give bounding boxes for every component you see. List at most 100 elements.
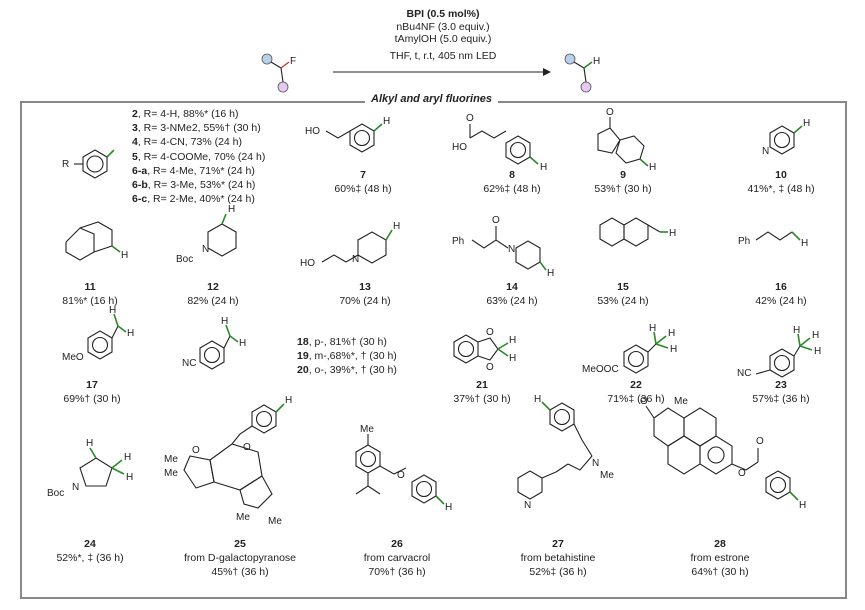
svg-text:R: R	[62, 159, 69, 170]
svg-text:H: H	[649, 162, 656, 173]
mol-21	[453, 334, 509, 364]
svg-text:H: H	[814, 346, 821, 357]
compound-yield: 69%† (30 h)	[63, 393, 121, 405]
compound-number: 17	[86, 379, 98, 391]
svg-text:Me: Me	[360, 424, 374, 435]
svg-text:H: H	[669, 228, 676, 239]
compound-number: 8	[509, 169, 515, 181]
svg-text:H: H	[803, 118, 810, 129]
svg-text:H: H	[812, 330, 819, 341]
compound-yield: 82% (24 h)	[187, 295, 239, 307]
svg-text:O: O	[192, 445, 200, 456]
svg-text:O: O	[397, 470, 405, 481]
svg-text:Me: Me	[236, 512, 250, 523]
svg-text:H: H	[121, 250, 128, 261]
aryl-ring	[74, 149, 115, 179]
mol-23	[755, 333, 813, 378]
svg-text:H: H	[649, 323, 656, 334]
svg-text:H: H	[799, 500, 806, 511]
svg-text:H: H	[793, 325, 800, 336]
compound-number: 11	[84, 281, 96, 293]
mol-12	[207, 213, 237, 257]
condition-fluoride: nBu4NF (3.0 equiv.)	[396, 20, 490, 33]
compound-source: from carvacrol	[363, 552, 431, 564]
aryl-entry: 6-c, R= 2-Me, 40%* (24 h)	[132, 193, 255, 206]
aryl-entry: 5, R= 4-COOMe, 70% (24 h)	[132, 150, 266, 163]
compound-yield: 42% (24 h)	[755, 295, 807, 307]
condition-alcohol: tAmylOH (5.0 equiv.)	[394, 33, 492, 45]
condition-solvent: THF, t, r.t, 405 nm LED	[389, 49, 497, 62]
mol-22	[623, 331, 669, 374]
svg-text:N: N	[352, 254, 359, 265]
reactant-icon	[261, 53, 290, 93]
compound-yield: 64%† (30 h)	[691, 566, 749, 578]
compound-yield: 53% (24 h)	[597, 295, 649, 307]
svg-text:H: H	[109, 305, 116, 316]
mol-26	[355, 434, 445, 505]
compound-source: from D-galactopyranose	[183, 552, 297, 564]
mol-17	[87, 313, 127, 360]
mol-7	[325, 123, 383, 153]
compound-number: 26	[391, 538, 403, 550]
svg-text:H: H	[221, 316, 228, 327]
mol-25	[183, 403, 285, 509]
svg-text:O: O	[756, 436, 764, 447]
compound-yield: 53%† (30 h)	[594, 183, 652, 195]
svg-text:N: N	[202, 244, 209, 255]
svg-text:H: H	[124, 452, 131, 463]
svg-text:H: H	[509, 353, 516, 364]
reaction-conditions: BPI (0.5 mol%) nBu4NF (3.0 equiv.) tAmyl…	[343, 8, 543, 62]
mol-15	[599, 217, 668, 247]
mol-28	[645, 405, 799, 501]
compound-source: from estrone	[690, 552, 750, 564]
svg-text:N: N	[592, 458, 599, 469]
scope-box-title: Alkyl and aryl fluorines	[365, 93, 499, 105]
aryl-entry: 3, R= 3-NMe2, 55%† (30 h)	[132, 122, 261, 135]
svg-text:N: N	[72, 482, 79, 493]
compound-number: 21	[476, 379, 488, 391]
svg-text:N: N	[762, 146, 769, 157]
compound-yield: 70%† (36 h)	[368, 566, 426, 578]
compound-yield: 70% (24 h)	[339, 295, 391, 307]
compound-number: 12	[207, 281, 219, 293]
svg-text:O: O	[486, 327, 494, 338]
svg-text:O: O	[640, 396, 648, 407]
svg-text:H: H	[126, 472, 133, 483]
svg-text:HO: HO	[305, 126, 320, 137]
label-H: H	[593, 56, 600, 67]
mol-27	[517, 401, 593, 500]
compound-yield: 41%*, ‡ (48 h)	[747, 183, 815, 195]
svg-text:NC: NC	[182, 358, 196, 369]
svg-text:H: H	[670, 344, 677, 355]
svg-text:Me: Me	[268, 516, 282, 527]
compound-yield: 52%*, ‡ (36 h)	[56, 552, 124, 564]
svg-text:H: H	[547, 268, 554, 279]
aryl-list: 2, R= 4-H, 88%* (16 h) 3, R= 3-NMe2, 55%…	[132, 107, 265, 206]
svg-text:H: H	[239, 338, 246, 349]
compound-source: from betahistine	[520, 552, 596, 564]
toluyl-entry: 20, o-, 39%*, † (30 h)	[297, 364, 397, 377]
compound-number: 23	[775, 379, 787, 391]
svg-text:H: H	[445, 502, 452, 513]
compound-yield: 81%* (16 h)	[62, 295, 118, 307]
mol-8	[469, 124, 539, 165]
compound-number: 27	[552, 538, 564, 550]
svg-text:HO: HO	[452, 142, 467, 153]
compound-number: 10	[775, 169, 787, 181]
toluyl-entry: 18, p-, 81%† (30 h)	[297, 336, 387, 348]
svg-text:HO: HO	[300, 258, 315, 269]
svg-text:N: N	[508, 244, 515, 255]
svg-text:NC: NC	[737, 368, 751, 379]
compound-number: 9	[620, 169, 626, 181]
svg-text:H: H	[228, 204, 235, 215]
compound-yield: 45%† (36 h)	[211, 566, 269, 578]
compound-yield: 57%‡ (36 h)	[752, 393, 810, 405]
svg-text:Boc: Boc	[176, 254, 193, 265]
compound-number: 28	[714, 538, 726, 550]
svg-text:H: H	[668, 328, 675, 339]
svg-text:Me: Me	[600, 470, 614, 481]
compound-yield: 62%‡ (48 h)	[483, 183, 541, 195]
compound-number: 22	[630, 379, 642, 391]
svg-text:Me: Me	[164, 468, 178, 479]
svg-text:N: N	[524, 500, 531, 511]
